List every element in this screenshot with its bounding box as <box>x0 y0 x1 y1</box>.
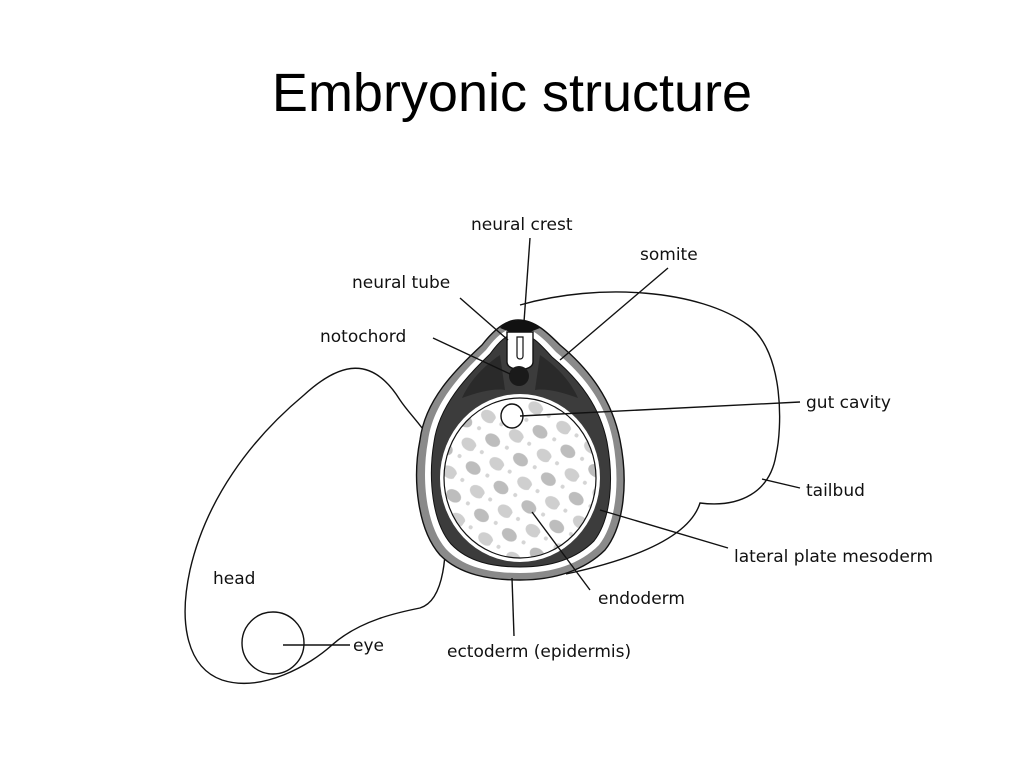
label-head: head <box>213 569 255 589</box>
leader-neural-tube <box>459 297 509 341</box>
leader-neural-crest <box>523 237 531 323</box>
label-notochord: notochord <box>320 327 406 347</box>
label-gut-cavity: gut cavity <box>806 393 891 413</box>
neural-crest-cap <box>500 320 540 332</box>
neural-tube-shape <box>506 331 534 371</box>
label-somite: somite <box>640 245 698 265</box>
somite-right <box>535 355 578 398</box>
tail-outline <box>519 291 781 575</box>
eye-circle <box>241 611 305 675</box>
leader-somite <box>559 267 669 361</box>
label-tailbud: tailbud <box>806 481 865 501</box>
leader-notochord <box>432 337 511 375</box>
leader-tailbud <box>761 478 801 489</box>
label-neural-crest: neural crest <box>471 215 573 235</box>
label-lateral-plate-mesoderm: lateral plate mesoderm <box>734 547 933 567</box>
notochord-shape <box>509 366 529 386</box>
neural-tube-lumen <box>516 336 524 360</box>
label-eye: eye <box>353 636 384 656</box>
endoderm-region <box>443 397 597 559</box>
somite-left <box>462 355 505 398</box>
label-ectoderm: ectoderm (epidermis) <box>447 642 631 662</box>
leader-endoderm <box>531 511 591 591</box>
leader-gut-cavity <box>519 401 801 417</box>
gut-cavity-shape <box>500 403 524 429</box>
leader-lateral-plate <box>599 509 729 549</box>
leader-ectoderm <box>511 577 515 637</box>
label-endoderm: endoderm <box>598 589 685 609</box>
label-neural-tube: neural tube <box>352 273 450 293</box>
head-outline <box>184 367 447 685</box>
page-title: Embryonic structure <box>271 63 753 123</box>
